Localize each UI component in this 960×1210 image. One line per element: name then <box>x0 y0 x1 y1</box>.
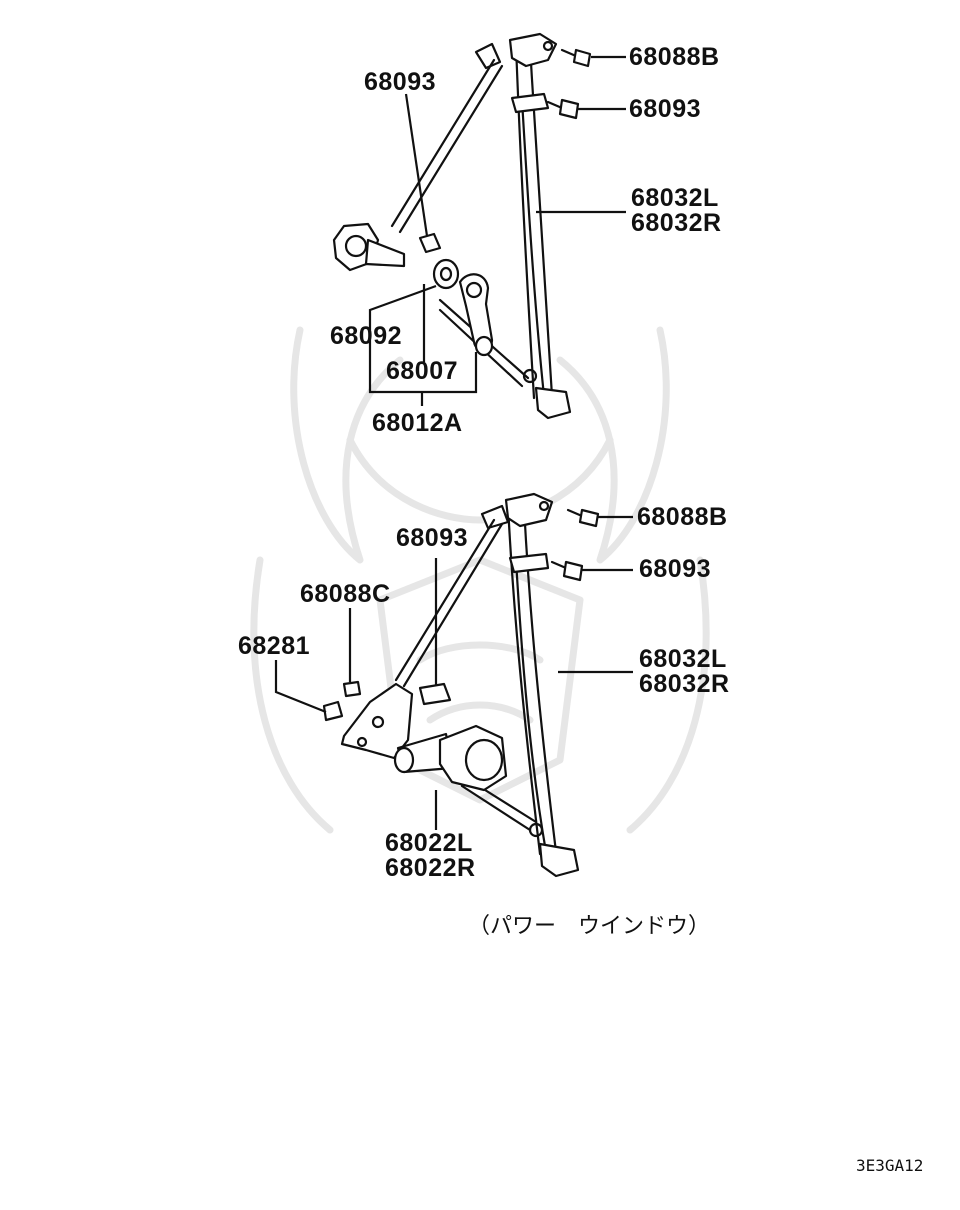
label-68281: 68281 <box>238 632 311 660</box>
label-upper-68032r: 68032R <box>631 209 722 237</box>
lower-regulator <box>322 492 600 878</box>
upper-leader-lines <box>368 55 626 406</box>
label-lower-68093-right: 68093 <box>639 555 712 583</box>
label-68088c: 68088C <box>300 580 391 608</box>
label-68007: 68007 <box>386 357 459 385</box>
figure-code: 3E3GA12 <box>856 1156 924 1175</box>
label-upper-68093-left: 68093 <box>364 68 437 96</box>
label-68022l: 68022L <box>385 829 473 857</box>
label-68012a: 68012A <box>372 409 463 437</box>
upper-regulator <box>332 32 592 420</box>
label-upper-68093-right: 68093 <box>629 95 702 123</box>
label-lower-68032l: 68032L <box>639 645 727 673</box>
label-68022r: 68022R <box>385 854 476 882</box>
label-68092: 68092 <box>330 322 403 350</box>
label-lower-68032r: 68032R <box>639 670 730 698</box>
label-upper-68032l: 68032L <box>631 184 719 212</box>
label-lower-68088b: 68088B <box>637 503 728 531</box>
lower-leader-lines <box>274 515 633 830</box>
label-lower-68093-center: 68093 <box>396 524 469 552</box>
power-window-caption: （パワー ウインドウ） <box>468 914 711 939</box>
label-upper-68088b: 68088B <box>629 43 720 71</box>
